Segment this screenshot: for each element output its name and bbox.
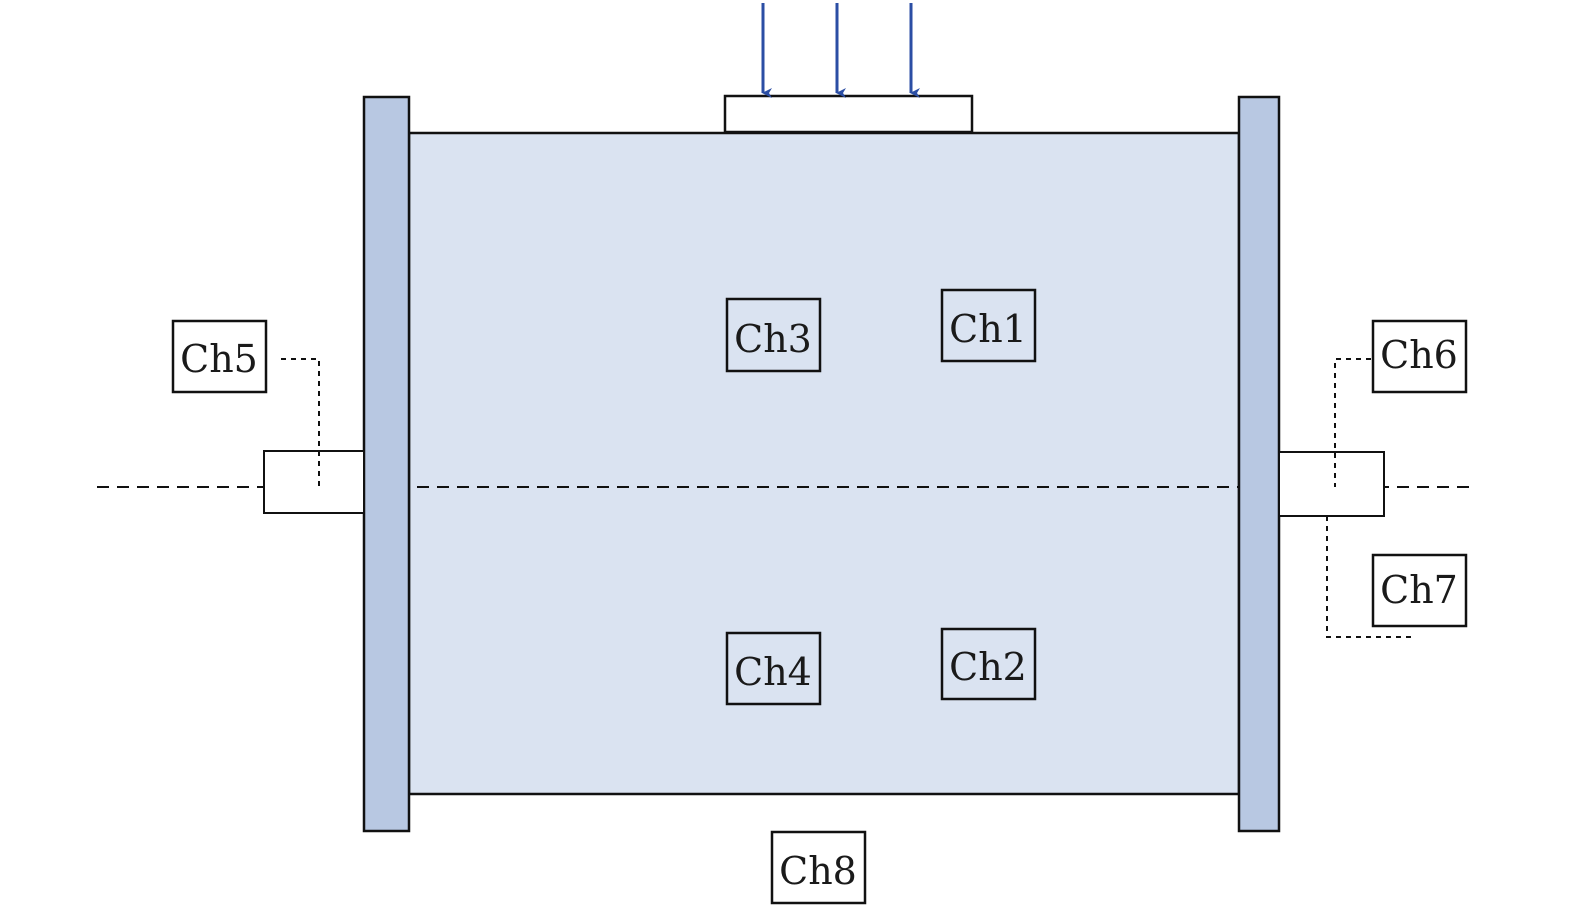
right-end-plate	[1237, 95, 1281, 833]
channel-box	[725, 297, 822, 373]
channel-box	[1371, 553, 1468, 628]
loading-pad	[723, 94, 974, 134]
channel-box	[770, 830, 867, 905]
channel-label: Ch1	[949, 307, 1027, 351]
channel-label: Ch7	[1380, 568, 1458, 612]
channel-label: Ch6	[1380, 333, 1458, 377]
channel-ch5: Ch5	[171, 319, 268, 394]
channel-label: Ch3	[734, 317, 812, 361]
channel-ch2: Ch2	[940, 627, 1037, 701]
channel-label: Ch8	[779, 849, 857, 893]
channel-ch6: Ch6	[1371, 319, 1468, 394]
channel-ch4: Ch4	[725, 631, 822, 706]
ch7-leader-line	[1326, 516, 1416, 638]
load-arrows	[761, 3, 920, 98]
channel-label: Ch5	[180, 337, 258, 381]
channel-ch1: Ch1	[940, 288, 1037, 363]
left-end-plate	[362, 95, 411, 833]
channel-box	[725, 631, 822, 706]
channel-ch3: Ch3	[725, 297, 822, 373]
channel-label: Ch4	[734, 650, 812, 694]
specimen-body	[407, 131, 1241, 796]
right-shaft	[1278, 451, 1385, 517]
channel-ch7: Ch7	[1371, 553, 1468, 628]
channel-box	[940, 627, 1037, 701]
left-shaft	[263, 450, 365, 514]
ch6-leader-line	[1334, 358, 1371, 487]
channel-box	[171, 319, 268, 394]
ch5-leader-line	[281, 358, 320, 487]
channel-ch8: Ch8	[770, 830, 867, 905]
channel-label: Ch2	[949, 645, 1027, 689]
channel-box	[1371, 319, 1468, 394]
channel-box	[940, 288, 1037, 363]
